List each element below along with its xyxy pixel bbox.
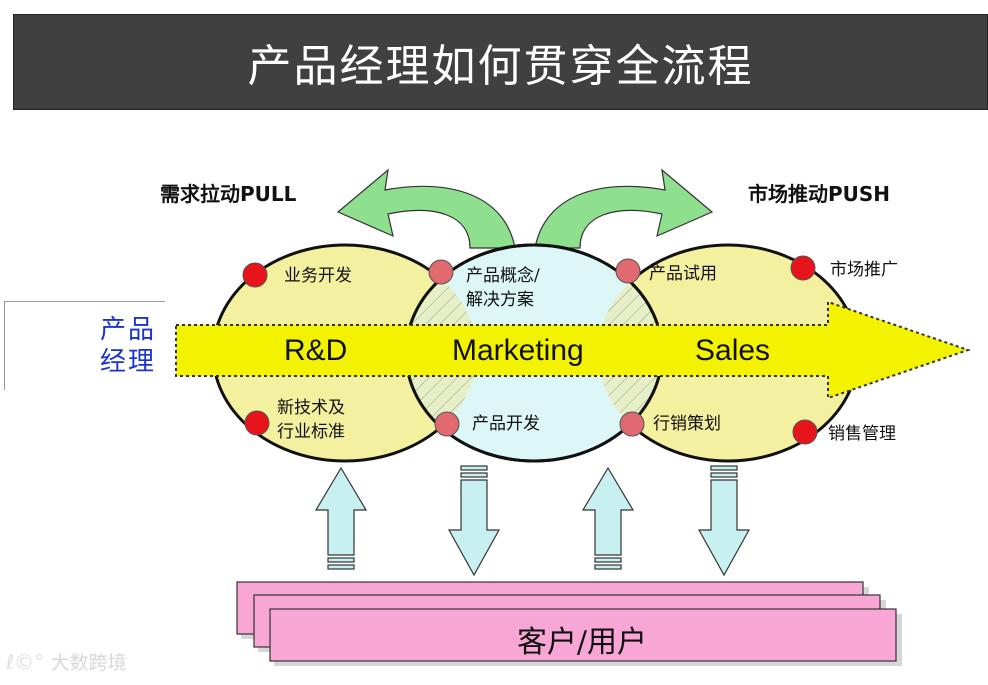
watermark-text: 大数跨境 — [50, 652, 127, 674]
push-curved-arrow — [534, 168, 714, 249]
node-dot-sales-planning — [619, 411, 645, 437]
watermark-logo-icon: ℓ©° — [6, 650, 45, 674]
node-dot-business-dev — [242, 262, 268, 288]
pull-curved-arrow — [336, 168, 516, 249]
node-sales-planning: 行销策划 — [653, 414, 721, 434]
node-product-trial: 产品试用 — [649, 264, 717, 284]
node-new-tech: 新技术及 行业标准 — [277, 396, 345, 444]
product-manager-line1: 产品 — [100, 315, 157, 345]
sales-label: Sales — [695, 334, 771, 367]
node-sales-mgmt: 销售管理 — [828, 424, 896, 444]
node-market-promo: 市场推广 — [830, 260, 898, 280]
node-dot-product-trial — [615, 258, 641, 284]
marketing-label: Marketing — [452, 334, 584, 367]
up-arrow-1 — [314, 466, 368, 570]
node-concept: 产品概念/ 解决方案 — [466, 264, 540, 312]
node-dot-sales-mgmt — [792, 419, 818, 445]
node-business-dev: 业务开发 — [284, 266, 352, 286]
up-arrow-2 — [581, 466, 635, 570]
node-product-dev: 产品开发 — [472, 414, 540, 434]
node-concept-line2: 解决方案 — [466, 290, 534, 310]
node-dot-concept — [428, 259, 454, 285]
watermark: ℓ©° 大数跨境 — [6, 648, 127, 675]
page-title: 产品经理如何贯穿全流程 — [247, 41, 754, 92]
node-new-tech-line1: 新技术及 — [277, 398, 345, 418]
product-manager-line2: 经理 — [100, 347, 157, 377]
customer-label: 客户/用户 — [516, 625, 648, 660]
node-dot-new-tech — [244, 410, 270, 436]
node-dot-product-dev — [434, 411, 460, 437]
down-arrow-2 — [697, 465, 751, 577]
product-manager-panel — [4, 301, 165, 390]
down-arrow-1 — [447, 465, 501, 577]
node-concept-line1: 产品概念/ — [466, 266, 540, 286]
title-bar: 产品经理如何贯穿全流程 — [13, 14, 988, 110]
node-dot-market-promo — [790, 255, 816, 281]
pull-label: 需求拉动PULL — [160, 182, 297, 206]
product-manager-label: 产品 经理 — [100, 314, 160, 378]
customer-box-front — [269, 608, 902, 666]
node-new-tech-line2: 行业标准 — [277, 422, 345, 442]
rd-label: R&D — [284, 334, 348, 367]
push-label: 市场推动PUSH — [748, 182, 891, 206]
flow-arrow — [175, 300, 972, 400]
